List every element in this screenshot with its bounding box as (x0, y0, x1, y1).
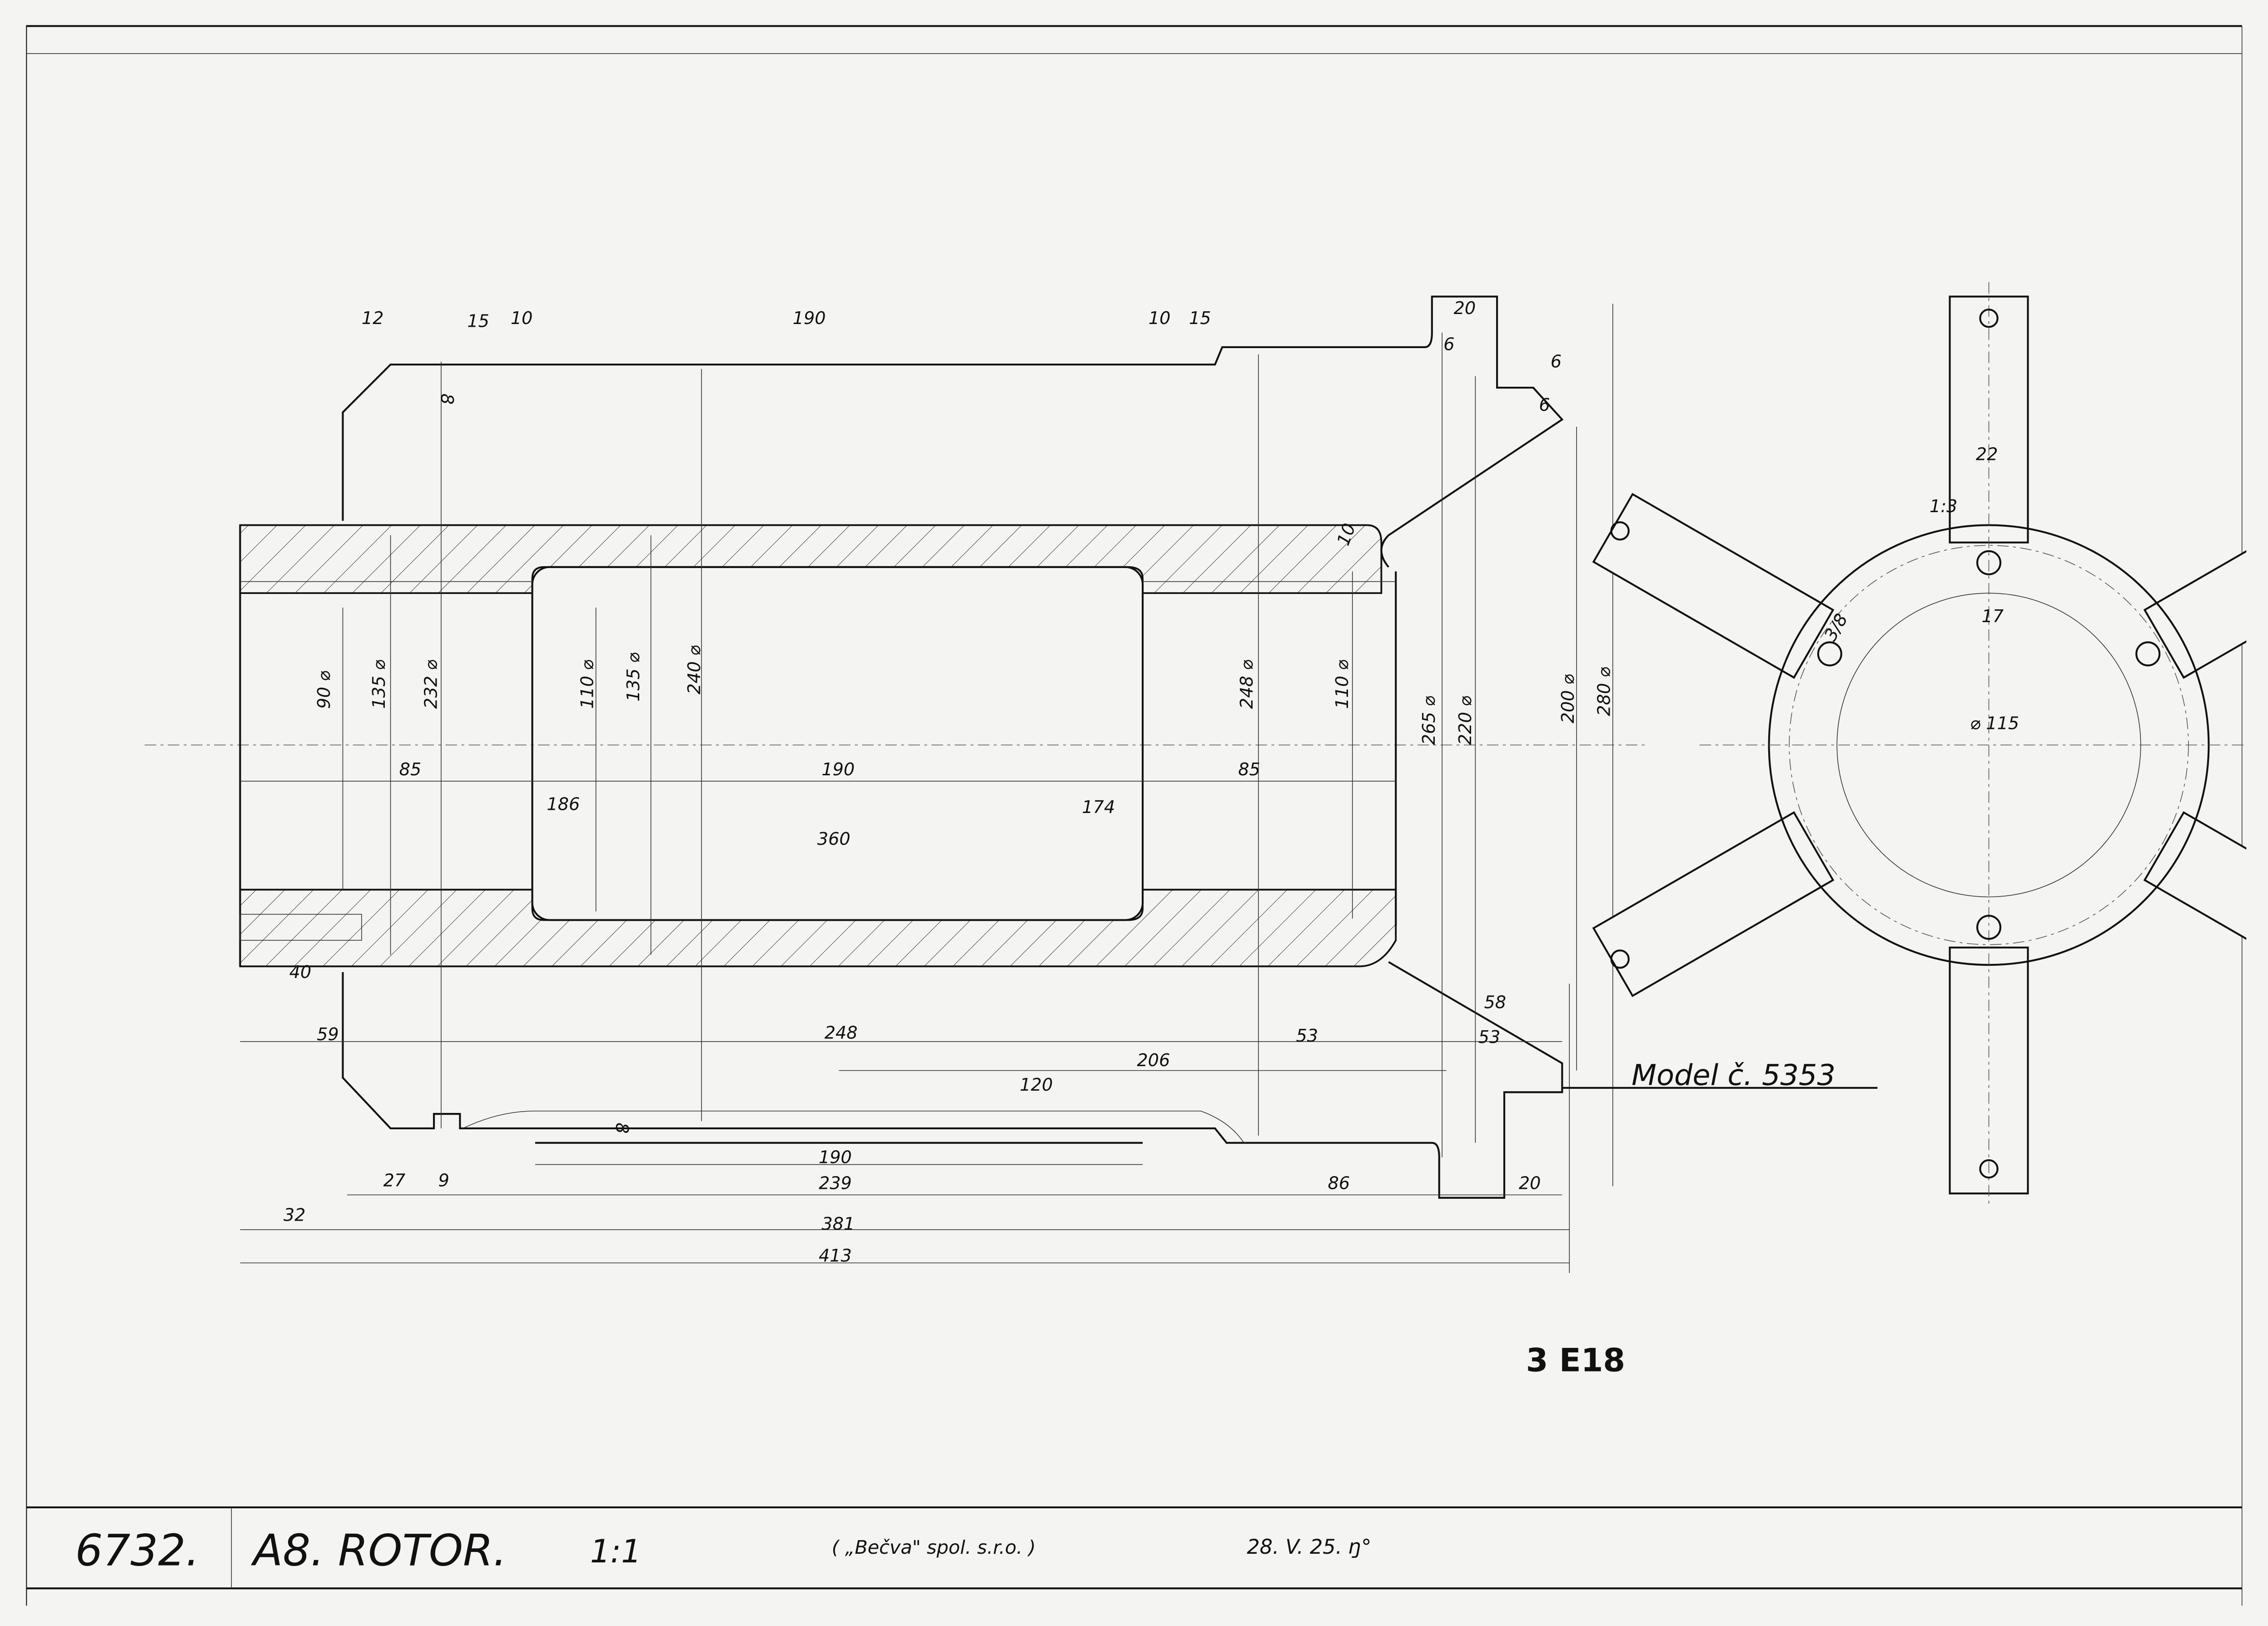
dimension-label-top: 8 (437, 394, 457, 404)
dimension-label-diameters: 110 ⌀ (577, 660, 597, 709)
drawing-title: A8. ROTOR. (250, 1525, 507, 1576)
dimension-label-middle: 190 (821, 760, 855, 780)
dimension-label-bottom: 53 (1478, 1027, 1501, 1047)
dimension-label-diameters: 265 ⌀ (1419, 696, 1439, 745)
dimension-label-bottom: 86 (1328, 1174, 1350, 1194)
dimension-label-top: 15 (467, 311, 489, 331)
dimension-label-middle: 40 (289, 963, 312, 983)
dimension-label-bottom: 248 (825, 1023, 858, 1043)
dimension-label-diameters: 220 ⌀ (1456, 696, 1476, 745)
dimension-label-middle: 174 (1082, 798, 1115, 818)
dimension-label-bottom: 120 (1020, 1075, 1053, 1095)
dimension-label-diameters: 240 ⌀ (685, 645, 705, 694)
rotor-section-view (144, 295, 1649, 1273)
dimension-label-bottom: 190 (819, 1147, 852, 1167)
dimension-label-top: 10 (1149, 309, 1171, 329)
outer-profile-bottom (342, 961, 1563, 1199)
dimension-label-diameters: 248 ⌀ (1237, 660, 1257, 709)
dimension-label-top: 6 (1539, 395, 1550, 415)
inner-cavity (531, 566, 1144, 921)
dimension-label-bottom: 9 (438, 1171, 449, 1191)
dimension-label-bottom: 381 (821, 1214, 855, 1234)
sheet-frame (25, 25, 2243, 1606)
dimension-label-bottom: 206 (1137, 1051, 1170, 1071)
dimension-label-end_view: 1:3 (1930, 497, 1957, 517)
dimension-label-middle: 85 (1238, 760, 1260, 780)
hatched-wall-bottom (239, 888, 1397, 968)
dimension-label-end_view: 22 (1976, 444, 1998, 464)
hatched-wall-top (239, 524, 1383, 594)
dimension-label-diameters: 110 ⌀ (1333, 660, 1353, 709)
title-block: 6732. A8. ROTOR. 1:1 ( „Bečva" spol. s.r… (75, 1525, 1372, 1576)
company-name: ( „Bečva" spol. s.r.o. ) (832, 1536, 1036, 1558)
thread-hole (239, 914, 362, 941)
dimension-label-bottom: 413 (819, 1246, 852, 1266)
drawing-scale: 1:1 (590, 1533, 642, 1570)
dimension-label-bottom: 239 (819, 1174, 852, 1194)
outer-profile-top (342, 295, 1564, 568)
dimension-label-bottom: 32 (284, 1206, 306, 1226)
dimension-label-top: 10 (511, 309, 533, 329)
dimension-label-end_view: 17 (1982, 607, 2004, 627)
dimension-label-top: 15 (1189, 309, 1211, 329)
dimension-label-bottom: 27 (383, 1171, 406, 1191)
dimension-label-diameters: 280 ⌀ (1594, 667, 1614, 716)
dimension-label-diameters: 200 ⌀ (1558, 674, 1578, 723)
dimension-label-top: 6 (1551, 352, 1562, 372)
dimension-label-bottom: 20 (1519, 1174, 1541, 1194)
dimension-label-bottom: 58 (1484, 993, 1506, 1013)
drawing-number: 6732. (75, 1525, 199, 1576)
model-label: Model č. 5353 (1631, 1058, 1835, 1092)
dimension-label-top: 20 (1454, 299, 1476, 319)
dimension-label-diameters: 135 ⌀ (369, 660, 389, 709)
dimension-label-diameters: 232 ⌀ (421, 660, 441, 709)
dimension-label-top: 6 (1443, 334, 1454, 354)
dimension-label-top: 12 (362, 309, 384, 329)
dimension-label-bottom: 59 (317, 1025, 339, 1045)
dimension-label-diameters: 90 ⌀ (314, 671, 334, 709)
dimension-label-middle: 360 (817, 829, 850, 849)
dimension-label-end_view: ⌀ 115 (1970, 713, 2019, 733)
drawing-date: 28. V. 25. ŋ° (1247, 1535, 1371, 1559)
stamp: 3 E18 (1526, 1342, 1625, 1379)
dimension-label-diameters: 135 ⌀ (624, 653, 644, 702)
dimension-label-bottom: 53 (1296, 1026, 1318, 1046)
dimension-label-bottom: 8 (612, 1122, 632, 1133)
dimension-label-middle: 186 (547, 795, 580, 815)
dimension-label-top: 190 (793, 309, 826, 329)
dimension-lines (240, 304, 1613, 1273)
dimension-label-middle: 85 (399, 760, 422, 780)
